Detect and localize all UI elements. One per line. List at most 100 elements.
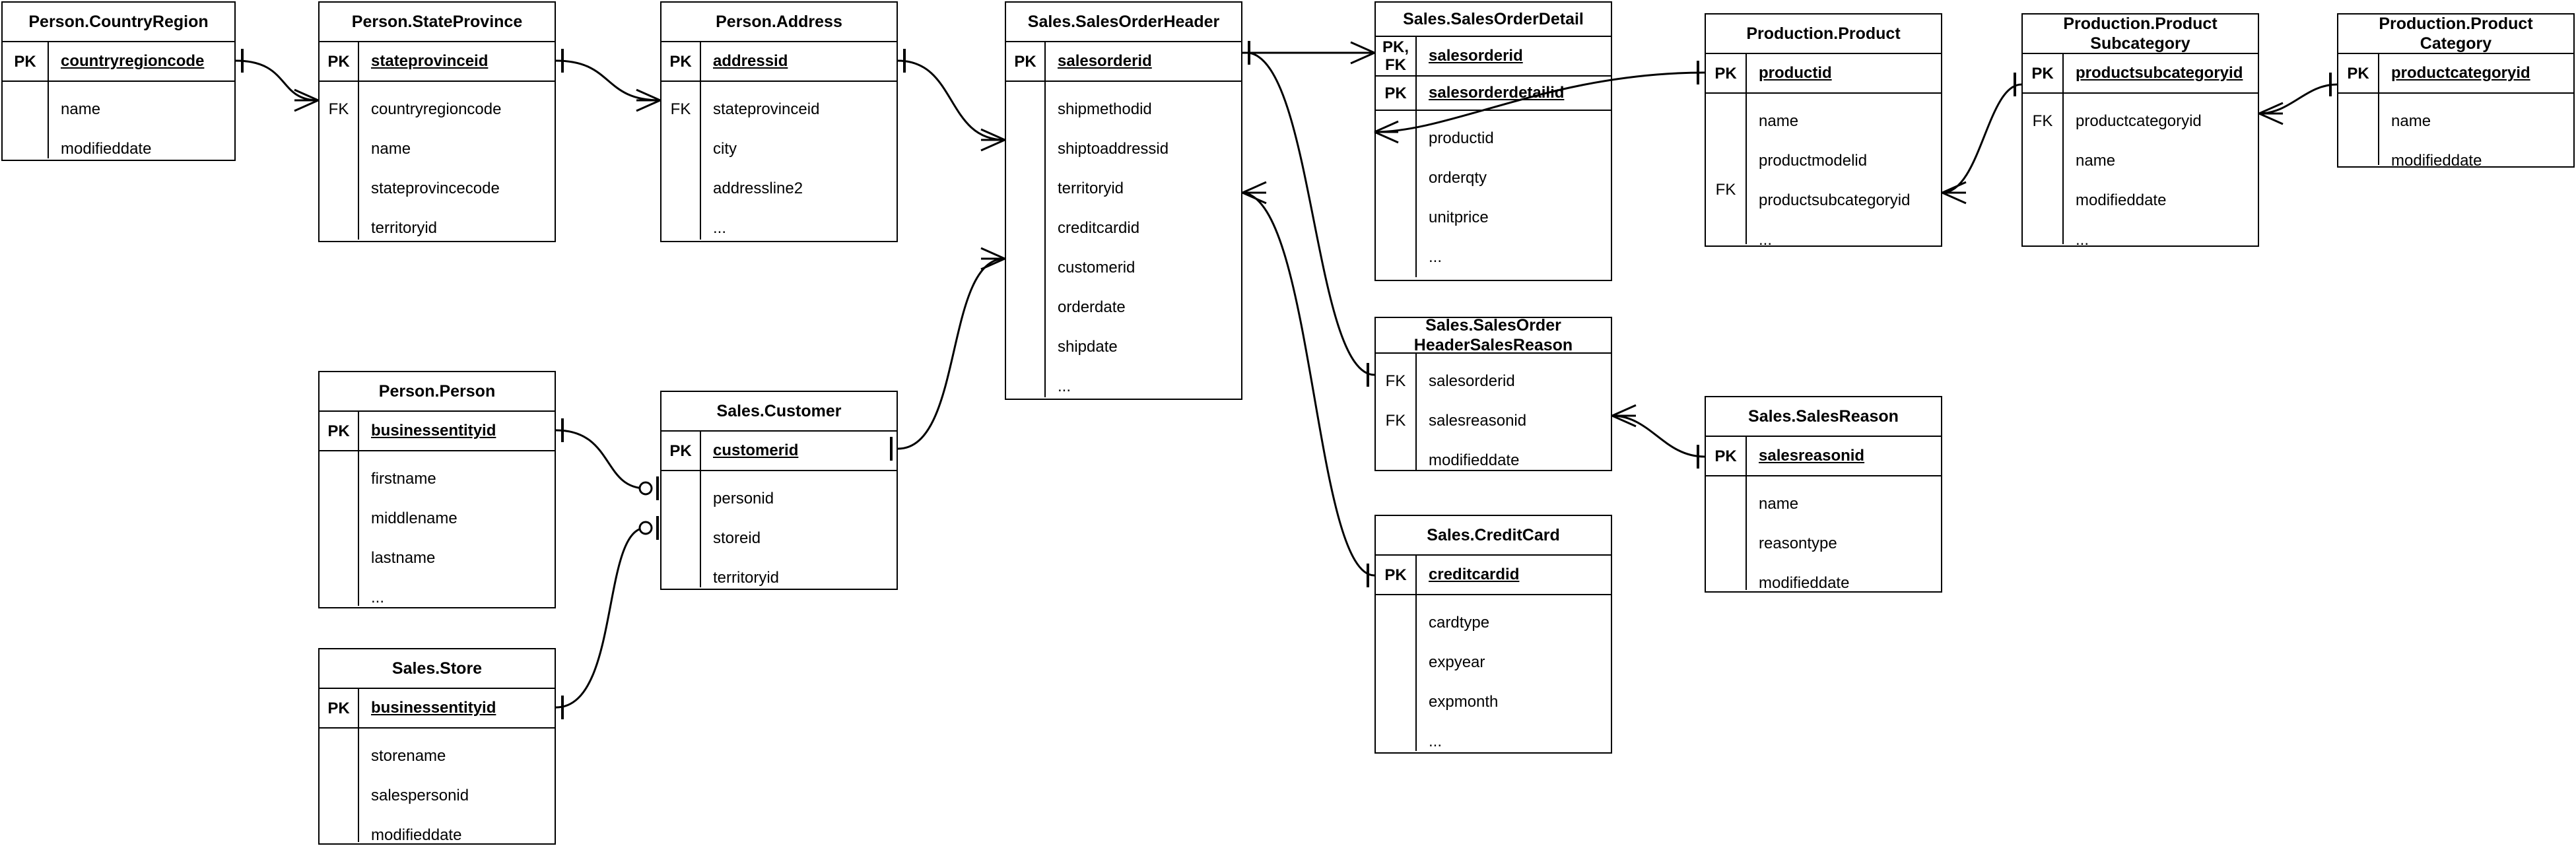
field-column: businessentityid — [359, 412, 555, 450]
field-middlename: middlename — [371, 509, 458, 527]
field-...: ... — [2076, 231, 2089, 249]
field-column: addressid — [701, 42, 897, 81]
key-label-none — [1380, 441, 1411, 470]
field-column: productid — [1747, 54, 1941, 92]
field-customerid: customerid — [1058, 259, 1135, 277]
field-salesorderdetailid: salesorderdetailid — [1429, 84, 1565, 102]
field-column: businessentityid — [359, 689, 555, 727]
entity-title-person: Person.Person — [320, 372, 555, 412]
field-orderdate: orderdate — [1058, 298, 1126, 316]
field-...: ... — [713, 219, 727, 237]
rel-stateprovince-address — [555, 49, 661, 112]
key-label-fk: FK — [1715, 181, 1736, 199]
field-creditcardid: creditcardid — [1429, 566, 1520, 583]
key-column: FK — [1706, 94, 1747, 244]
key-label-pk: PK — [661, 432, 701, 470]
key-label-none — [1710, 210, 1742, 244]
key-label-pk: PK — [320, 42, 359, 81]
key-label-none — [2027, 176, 2058, 210]
key-column — [1376, 111, 1417, 277]
key-label-none — [323, 459, 354, 496]
key-label-none — [1380, 238, 1411, 277]
key-label-none — [1010, 282, 1040, 320]
key-column — [1706, 476, 1747, 590]
key-label-none — [1710, 484, 1742, 519]
field-productmodelid: productmodelid — [1759, 152, 1868, 170]
field-column: salesorderid — [1046, 42, 1241, 81]
key-column: FK — [661, 82, 701, 240]
key-label-none — [665, 166, 696, 203]
attribute-section-product_category: name modifieddate — [2338, 94, 2573, 170]
entity-title-sales_reason: Sales.SalesReason — [1706, 397, 1941, 437]
entity-title-country_region: Person.CountryRegion — [3, 3, 234, 42]
entity-title-product_category: Production.Product Category — [2338, 15, 2573, 54]
entity-title-sales_order_header_sales_reason: Sales.SalesOrder HeaderSalesReason — [1376, 316, 1611, 354]
key-label-none — [1010, 244, 1040, 282]
key-label-none — [1710, 136, 1742, 170]
field-stateprovinceid: stateprovinceid — [371, 52, 489, 70]
key-label-none — [1010, 321, 1040, 359]
key-label-none — [1710, 519, 1742, 554]
field-firstname: firstname — [371, 470, 436, 488]
field-productsubcategoryid: productsubcategoryid — [1759, 191, 1911, 209]
field-businessentityid: businessentityid — [371, 422, 496, 439]
field-column: name modifieddate — [2379, 94, 2573, 170]
key-label-none — [1010, 205, 1040, 244]
entity-title-product_subcategory: Production.Product Subcategory — [2023, 15, 2258, 54]
field-storename: storename — [371, 747, 446, 765]
rel-address-salesorderheader — [897, 49, 1005, 152]
key-label-none — [1710, 555, 1742, 590]
key-label-none — [1380, 640, 1411, 677]
entity-title-credit_card: Sales.CreditCard — [1376, 516, 1611, 556]
rel-store-customer — [555, 516, 659, 719]
rel-salesorderheadersalesreason-salesreason — [1611, 404, 1705, 469]
field-lastname: lastname — [371, 549, 436, 567]
key-label-fk: FK — [1385, 372, 1406, 390]
field-cardtype: cardtype — [1429, 614, 1490, 632]
key-label-pk: PK — [1006, 42, 1046, 81]
key-label-none — [323, 203, 354, 240]
field-name: name — [2391, 112, 2431, 130]
field-column: creditcardid — [1417, 556, 1611, 594]
key-label-none — [1380, 677, 1411, 714]
field-column: stateprovinceid — [359, 42, 555, 81]
field-column: customerid — [701, 432, 897, 470]
entity-title-sales_order_header: Sales.SalesOrderHeader — [1006, 3, 1241, 42]
field-modifieddate: modifieddate — [2391, 152, 2482, 170]
field-orderqty: orderqty — [1429, 169, 1487, 187]
entity-title-sales_order_detail: Sales.SalesOrderDetail — [1376, 3, 1611, 37]
key-label-pk: PK, FK — [1376, 37, 1417, 75]
field-salesorderid: salesorderid — [1058, 52, 1152, 70]
key-column: FK — [320, 82, 359, 240]
